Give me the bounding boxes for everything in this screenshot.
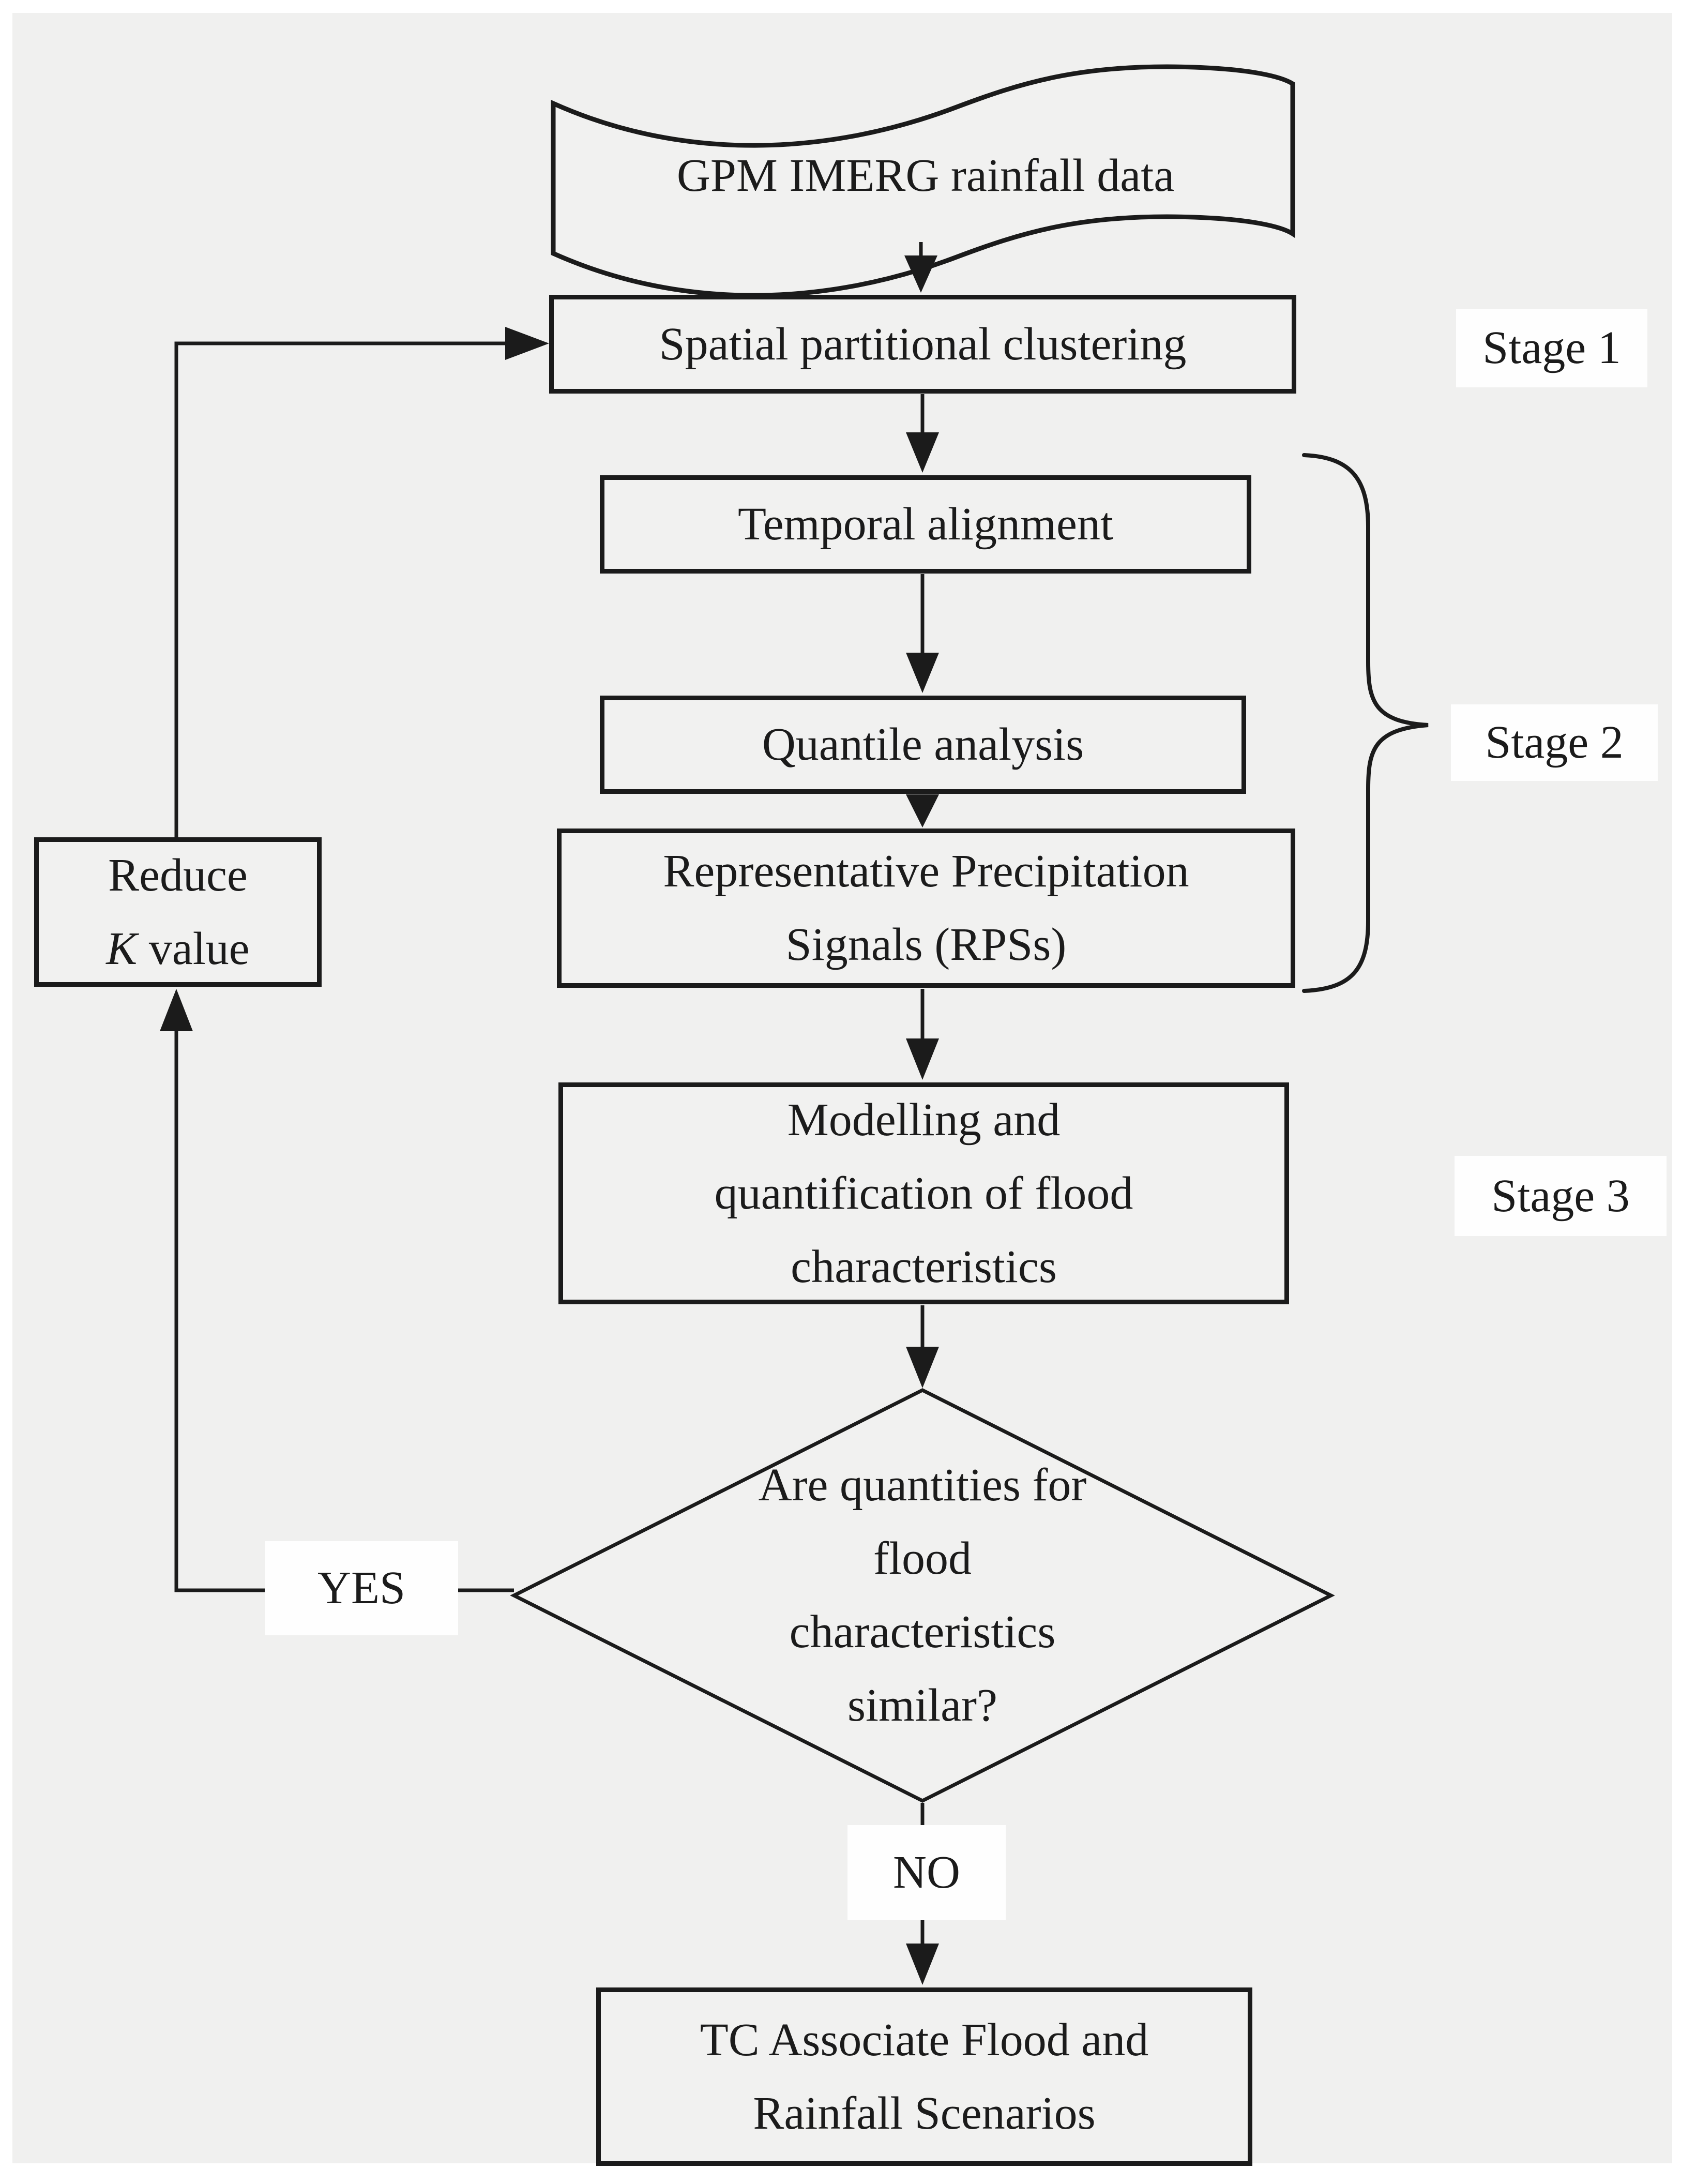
stage-label-2: Stage 2 [1451, 704, 1658, 781]
no-text: NO [893, 1847, 960, 1898]
node-modelling: Modelling and quantification of flood ch… [558, 1082, 1289, 1304]
node-data-source-label: GPM IMERG rainfall data [564, 109, 1288, 243]
yes-text: YES [317, 1562, 406, 1614]
data-source-text: GPM IMERG rainfall data [676, 150, 1175, 201]
node-reduce-k: Reduce K value [34, 837, 322, 987]
decision-text-line4: similar? [847, 1680, 997, 1731]
stage-label-3: Stage 3 [1455, 1156, 1667, 1236]
yes-loop-lower-connector [174, 1031, 514, 1592]
reduce-k-text-line2: K value [106, 912, 249, 986]
decision-label: Are quantities for flood characteristics… [612, 1447, 1233, 1744]
scenarios-text-line2: Rainfall Scenarios [753, 2087, 1096, 2139]
arrow-into-reduce-head [160, 989, 193, 1031]
temporal-alignment-text: Temporal alignment [738, 499, 1113, 550]
decision-diamond [510, 1388, 1335, 1803]
quantile-analysis-text: Quantile analysis [762, 719, 1084, 770]
scenarios-text-line1: TC Associate Flood and [700, 2014, 1149, 2066]
arrow-doc-to-spatial-head [904, 255, 937, 293]
document-shape [551, 64, 1295, 298]
reduce-k-rest: value [137, 923, 250, 974]
yes-loop-upper-connector [174, 341, 507, 837]
node-spatial-clustering: Spatial partitional clustering [549, 295, 1296, 394]
rps-text-line1: Representative Precipitation [663, 846, 1189, 897]
modelling-text-line3: characteristics [791, 1241, 1057, 1292]
reduce-k-italic: K [106, 923, 138, 974]
modelling-text-line2: quantification of flood [714, 1167, 1133, 1219]
no-label: NO [847, 1825, 1006, 1920]
modelling-text-line1: Modelling and [787, 1094, 1061, 1146]
rps-text-line2: Signals (RPSs) [785, 919, 1067, 970]
node-quantile-analysis: Quantile analysis [600, 696, 1246, 794]
node-temporal-alignment: Temporal alignment [600, 475, 1251, 574]
reduce-k-text-line1: Reduce [108, 849, 248, 901]
stage3-text: Stage 3 [1491, 1170, 1630, 1222]
arrow-quantile-to-rps-head [906, 794, 939, 827]
arrow-rps-to-modelling-head [906, 1038, 939, 1080]
decision-text-line1: Are quantities for [758, 1459, 1087, 1511]
arrow-temporal-to-quantile-head [906, 653, 939, 693]
stage2-text: Stage 2 [1485, 717, 1624, 768]
arrow-no-head [906, 1944, 939, 1985]
stage-label-1: Stage 1 [1456, 309, 1647, 387]
stage2-brace [1302, 453, 1429, 993]
arrow-into-spatial-head [505, 327, 549, 360]
node-scenarios: TC Associate Flood and Rainfall Scenario… [596, 1987, 1252, 2166]
decision-text-line2: flood [873, 1533, 972, 1584]
stage1-text: Stage 1 [1482, 322, 1621, 373]
spatial-clustering-text: Spatial partitional clustering [659, 318, 1187, 370]
yes-label: YES [265, 1541, 458, 1635]
node-rps: Representative Precipitation Signals (RP… [557, 829, 1295, 988]
arrow-spatial-to-temporal-head [906, 432, 939, 473]
arrow-modelling-to-decision-head [906, 1347, 939, 1388]
decision-text-line3: characteristics [789, 1606, 1056, 1658]
